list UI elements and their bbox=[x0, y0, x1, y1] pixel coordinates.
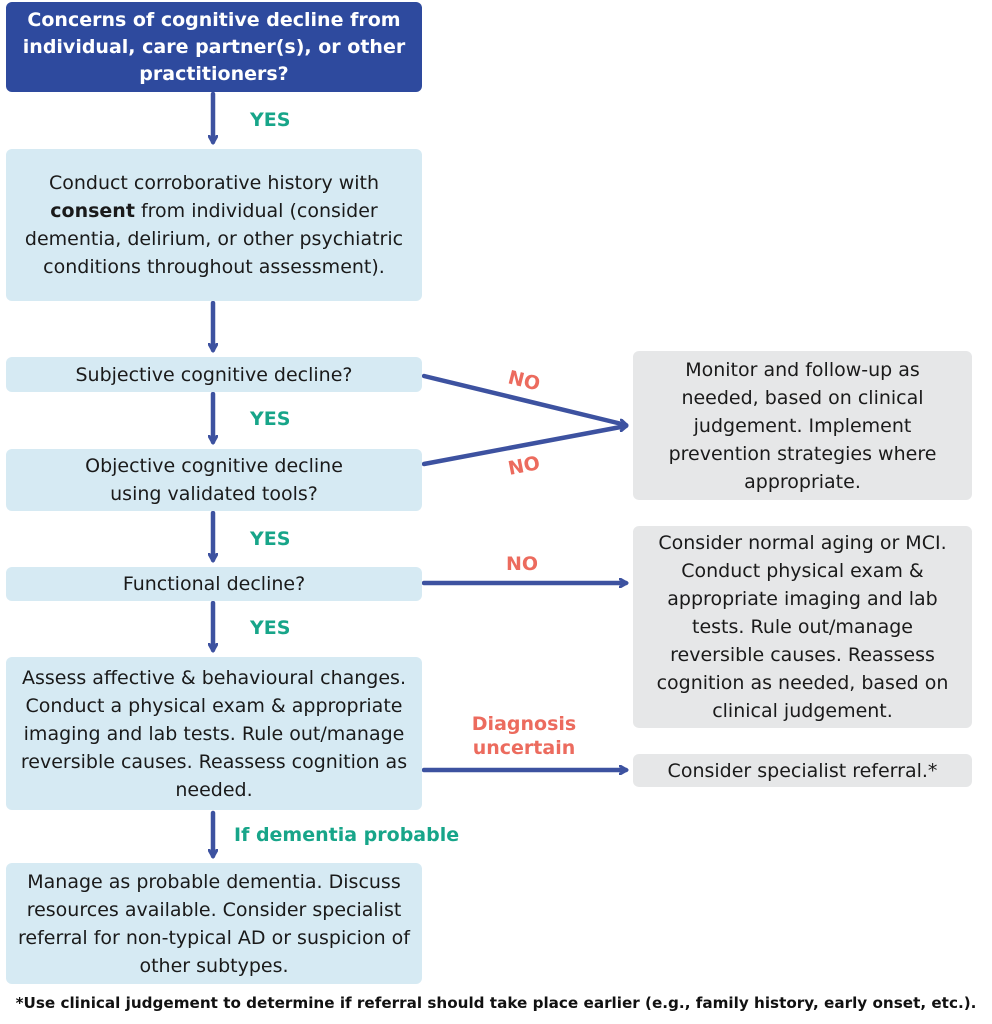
functional-text: Functional decline? bbox=[122, 573, 306, 595]
subjective-box: Subjective cognitive decline? bbox=[6, 357, 422, 392]
arrow-subjective-no bbox=[421, 373, 626, 425]
manage-text: Manage as probable dementia. Discuss res… bbox=[18, 870, 410, 977]
history-box: Conduct corroborative history with conse… bbox=[6, 149, 422, 301]
objective-text-line1: Objective cognitive decline bbox=[85, 455, 343, 477]
dementia-probable-label: If dementia probable bbox=[234, 824, 460, 846]
monitor-text: Monitor and follow-up as needed, based o… bbox=[668, 358, 937, 493]
assess-box: Assess affective & behavioural changes. … bbox=[6, 657, 422, 810]
no-label-functional: NO bbox=[506, 553, 539, 575]
yes-label-2: YES bbox=[250, 408, 291, 430]
arrow-objective-no bbox=[421, 426, 626, 467]
specialist-box: Consider specialist referral.* bbox=[633, 754, 972, 787]
subjective-text: Subjective cognitive decline? bbox=[75, 363, 353, 386]
diagnosis-uncertain-label: Diagnosis uncertain bbox=[454, 712, 594, 760]
concerns-text: Concerns of cognitive decline from indiv… bbox=[22, 8, 406, 85]
footnote: *Use clinical judgement to determine if … bbox=[15, 994, 977, 1012]
functional-box: Functional decline? bbox=[6, 567, 422, 601]
yes-label-3: YES bbox=[250, 528, 291, 550]
yes-label-1: YES bbox=[250, 109, 291, 131]
manage-box: Manage as probable dementia. Discuss res… bbox=[6, 863, 422, 984]
objective-text-line2: using validated tools? bbox=[110, 483, 318, 505]
diagnosis-label-line1: Diagnosis bbox=[471, 713, 577, 735]
history-text-start: Conduct corroborative history with bbox=[48, 172, 380, 194]
history-text-end: from individual (consider dementia, deli… bbox=[24, 200, 404, 278]
concerns-box: Concerns of cognitive decline from indiv… bbox=[6, 2, 422, 92]
diagnosis-label-line2: uncertain bbox=[472, 737, 576, 759]
normal-aging-text: Consider normal aging or MCI. Conduct ph… bbox=[656, 532, 949, 722]
consent-bold-text: consent bbox=[50, 200, 135, 222]
assess-text: Assess affective & behavioural changes. … bbox=[20, 666, 408, 801]
objective-box: Objective cognitive decline using valida… bbox=[6, 449, 422, 511]
history-text: Conduct corroborative history with conse… bbox=[24, 169, 404, 281]
normal-aging-box: Consider normal aging or MCI. Conduct ph… bbox=[633, 526, 972, 728]
yes-label-4: YES bbox=[250, 617, 291, 639]
specialist-text: Consider specialist referral.* bbox=[667, 759, 938, 782]
monitor-box: Monitor and follow-up as needed, based o… bbox=[633, 351, 972, 500]
